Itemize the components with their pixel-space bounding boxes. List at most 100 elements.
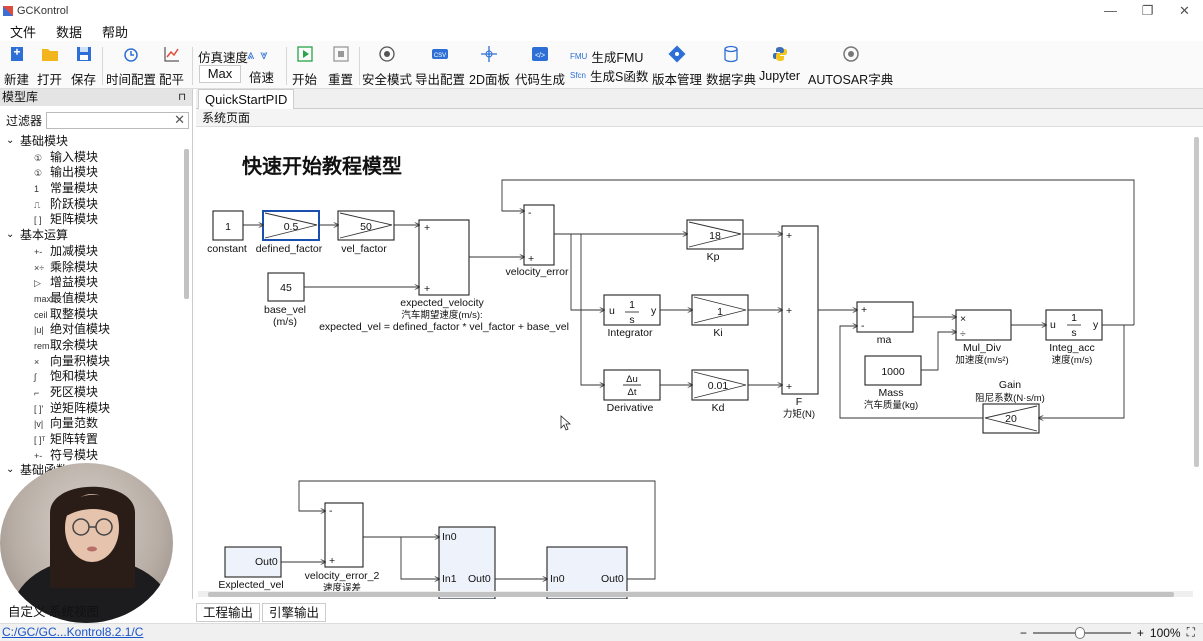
pin-icon[interactable]: ⊓ [178,92,186,103]
tree-item[interactable]: rem取余模块 [0,338,182,354]
app-logo-icon [3,5,13,16]
tree-scrollbar[interactable] [184,149,189,299]
tree-item[interactable]: ▷增益模块 [0,275,182,291]
defined-factor-block[interactable] [262,210,320,241]
tree-item[interactable]: ∫饱和模块 [0,369,182,385]
gain-block[interactable] [982,403,1040,434]
s-function-icon: Sfcn [570,71,587,80]
time-config-button[interactable]: 时间配置 [106,45,156,88]
menu-help[interactable]: 帮助 [102,24,129,40]
expected-vel-block[interactable] [224,546,282,578]
canvas-vscroll[interactable] [1194,137,1199,467]
safe-mode-button[interactable]: 安全模式 [362,45,412,88]
export-config-button[interactable]: CSV 导出配置 [415,45,465,88]
constant-block[interactable] [212,210,244,241]
data-dict-button[interactable]: 数据字典 [706,45,756,88]
clear-filter-icon[interactable]: ✕ [174,111,186,127]
velocity-error2-block[interactable] [324,502,364,568]
block-diagram[interactable]: 快速开始教程模型 1 constant 0.5 defined_factor 5… [196,127,1193,599]
speed-up-down-icon[interactable]: ⩓⩔ [247,47,274,62]
zoom-out-icon[interactable]: − [1019,625,1027,640]
open-button[interactable]: 打开 [37,45,62,88]
tree-item[interactable]: ×÷乘除模块 [0,260,182,276]
tab-quickstartpid[interactable]: QuickStartPID [198,89,295,109]
zoom-slider[interactable] [1032,626,1131,639]
python-icon [771,45,789,63]
model-canvas[interactable]: 快速开始教程模型 1 constant 0.5 defined_factor 5… [196,127,1193,599]
zoom-slider-knob[interactable] [1074,626,1085,639]
velocity-error-block[interactable] [523,204,555,266]
kp-block[interactable] [686,219,744,250]
version-mgmt-button[interactable]: 版本管理 [652,45,702,88]
tree-item[interactable]: ⎍阶跃模块 [0,197,182,213]
left-bottom-tabs[interactable]: 自定义 系统视图 [8,605,99,619]
tree-item[interactable]: ⌐死区模块 [0,385,182,401]
divide-sign: ÷ [960,328,966,340]
tree-item[interactable]: ×向量积模块 [0,354,182,370]
tab-engine-output[interactable]: 引擎输出 [262,603,327,622]
tree-item[interactable]: +-加减模块 [0,244,182,260]
tree-item[interactable]: |v|向量范数 [0,416,182,432]
tab-project-output[interactable]: 工程输出 [196,603,261,622]
close-icon[interactable]: ✕ [1179,2,1190,18]
start-button[interactable]: 开始 [292,45,317,88]
mouse-cursor-icon [560,415,572,431]
menu-data[interactable]: 数据 [56,24,83,40]
subsystem-1-block[interactable] [438,526,496,599]
jupyter-button[interactable]: Jupyter [759,45,800,83]
base-vel-block[interactable] [267,272,305,302]
save-button[interactable]: 保存 [71,45,96,88]
tree-item[interactable]: [ ] 矩阵模块 [0,212,182,228]
tree-item[interactable]: |u|绝对值模块 [0,322,182,338]
sim-speed-select[interactable]: Max [199,65,241,83]
trim-button[interactable]: 配平 [159,45,184,88]
plus-sign: + [861,304,867,316]
subsystem-2-block[interactable] [546,546,628,599]
tree-category[interactable]: 基础模块 [0,134,182,150]
filter-input[interactable]: ✕ [46,111,190,129]
block-type-icon: ▷ [34,278,41,289]
kd-block[interactable] [691,369,749,401]
tree-item[interactable]: +-符号模块 [0,448,182,464]
ki-label: Ki [713,327,722,339]
force-sum-block[interactable] [781,225,819,395]
integ-acc-s: s [1071,327,1076,339]
plus-sign: + [786,381,792,393]
kd-label: Kd [712,402,725,414]
plus-sign: + [424,283,430,295]
save-icon [75,45,93,63]
constant-value: 1 [225,221,231,233]
tree-category[interactable]: 基本运算 [0,228,182,244]
expected-velocity-block[interactable] [418,219,470,296]
status-bar: C:/GC/GC...Kontrol8.2.1/C − + 100% ⛶ [0,623,1203,641]
codegen-button[interactable]: </> 代码生成 [515,45,565,88]
ki-block[interactable] [691,294,749,326]
restore-icon[interactable]: ❐ [1141,2,1154,18]
panel-2d-button[interactable]: 2D面板 [469,45,510,88]
tree-label: 输出模块 [50,165,99,180]
fit-screen-icon[interactable]: ⛶ [1186,625,1195,639]
new-button[interactable]: 新建 [4,45,29,88]
canvas-hscroll[interactable] [208,592,1174,597]
mass-block[interactable] [864,355,922,386]
block-type-icon: [ ] [34,215,42,226]
tree-label: 矩阵模块 [50,212,99,227]
reset-button[interactable]: 重置 [328,45,353,88]
zoom-in-icon[interactable]: + [1136,625,1144,640]
tree-item[interactable]: max最值模块 [0,291,182,307]
minimize-icon[interactable]: — [1104,3,1117,18]
ma-block[interactable] [856,301,914,333]
menu-file[interactable]: 文件 [10,24,37,40]
autosar-button[interactable]: AUTOSAR字典 [808,45,893,88]
project-path-link[interactable]: C:/GC/GC...Kontrol8.2.1/C [2,625,144,639]
ma-label: ma [877,334,892,346]
tree-item[interactable]: [ ]'逆矩阵模块 [0,401,182,417]
integrator-y: y [651,305,657,317]
